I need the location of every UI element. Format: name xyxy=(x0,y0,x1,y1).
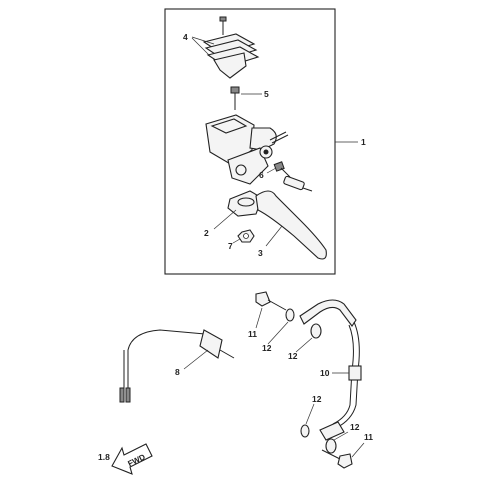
label-12b: 12 xyxy=(288,351,298,361)
lever-pivot-2 xyxy=(227,190,263,217)
leader-2 xyxy=(213,209,237,230)
leader-7 xyxy=(232,238,241,244)
label-4: 4 xyxy=(183,32,188,42)
leader-12d xyxy=(333,431,349,441)
banjo-bolt-lower xyxy=(321,449,353,469)
label-12a: 12 xyxy=(262,343,272,353)
brake-lever xyxy=(255,190,327,260)
bolt-5 xyxy=(230,86,240,110)
forward-arrow: FWD 1.8 xyxy=(98,443,153,475)
banjo-bolt-upper xyxy=(255,291,287,311)
label-12d: 12 xyxy=(350,422,360,432)
switch-wire-8 xyxy=(119,329,235,403)
label-6: 6 xyxy=(259,170,264,180)
leader-8 xyxy=(183,349,209,370)
assembly-frame xyxy=(164,8,336,275)
washer-12d xyxy=(325,438,337,454)
label-2: 2 xyxy=(204,228,209,238)
label-11b: 11 xyxy=(364,432,373,442)
leader-3 xyxy=(265,225,283,247)
leader-11a xyxy=(255,307,263,329)
label-5: 5 xyxy=(264,89,269,99)
nut-7 xyxy=(237,229,255,243)
label-3: 3 xyxy=(258,248,263,258)
label-12c: 12 xyxy=(312,394,322,404)
leader-4b xyxy=(191,37,211,57)
fwd-side-mark: 1.8 xyxy=(98,452,110,462)
label-1: 1 xyxy=(361,137,366,147)
brake-hose-10 xyxy=(299,299,362,441)
label-7: 7 xyxy=(228,241,233,251)
label-8: 8 xyxy=(175,367,180,377)
master-cylinder-body xyxy=(205,114,289,185)
leader-6 xyxy=(266,167,277,174)
leader-11b xyxy=(351,442,365,458)
washer-12a xyxy=(285,308,295,322)
reservoir-cap xyxy=(202,33,260,79)
bolt-6 xyxy=(273,161,291,178)
leader-4a xyxy=(191,36,215,45)
cap-screw xyxy=(219,16,227,35)
leader-12c xyxy=(305,403,315,425)
washer-12b xyxy=(310,323,322,339)
leader-12a xyxy=(267,321,289,345)
leader-12b xyxy=(295,337,313,353)
label-10: 10 xyxy=(320,368,330,378)
washer-12c xyxy=(300,424,310,438)
label-11a: 11 xyxy=(248,329,257,339)
brake-switch xyxy=(283,175,313,192)
